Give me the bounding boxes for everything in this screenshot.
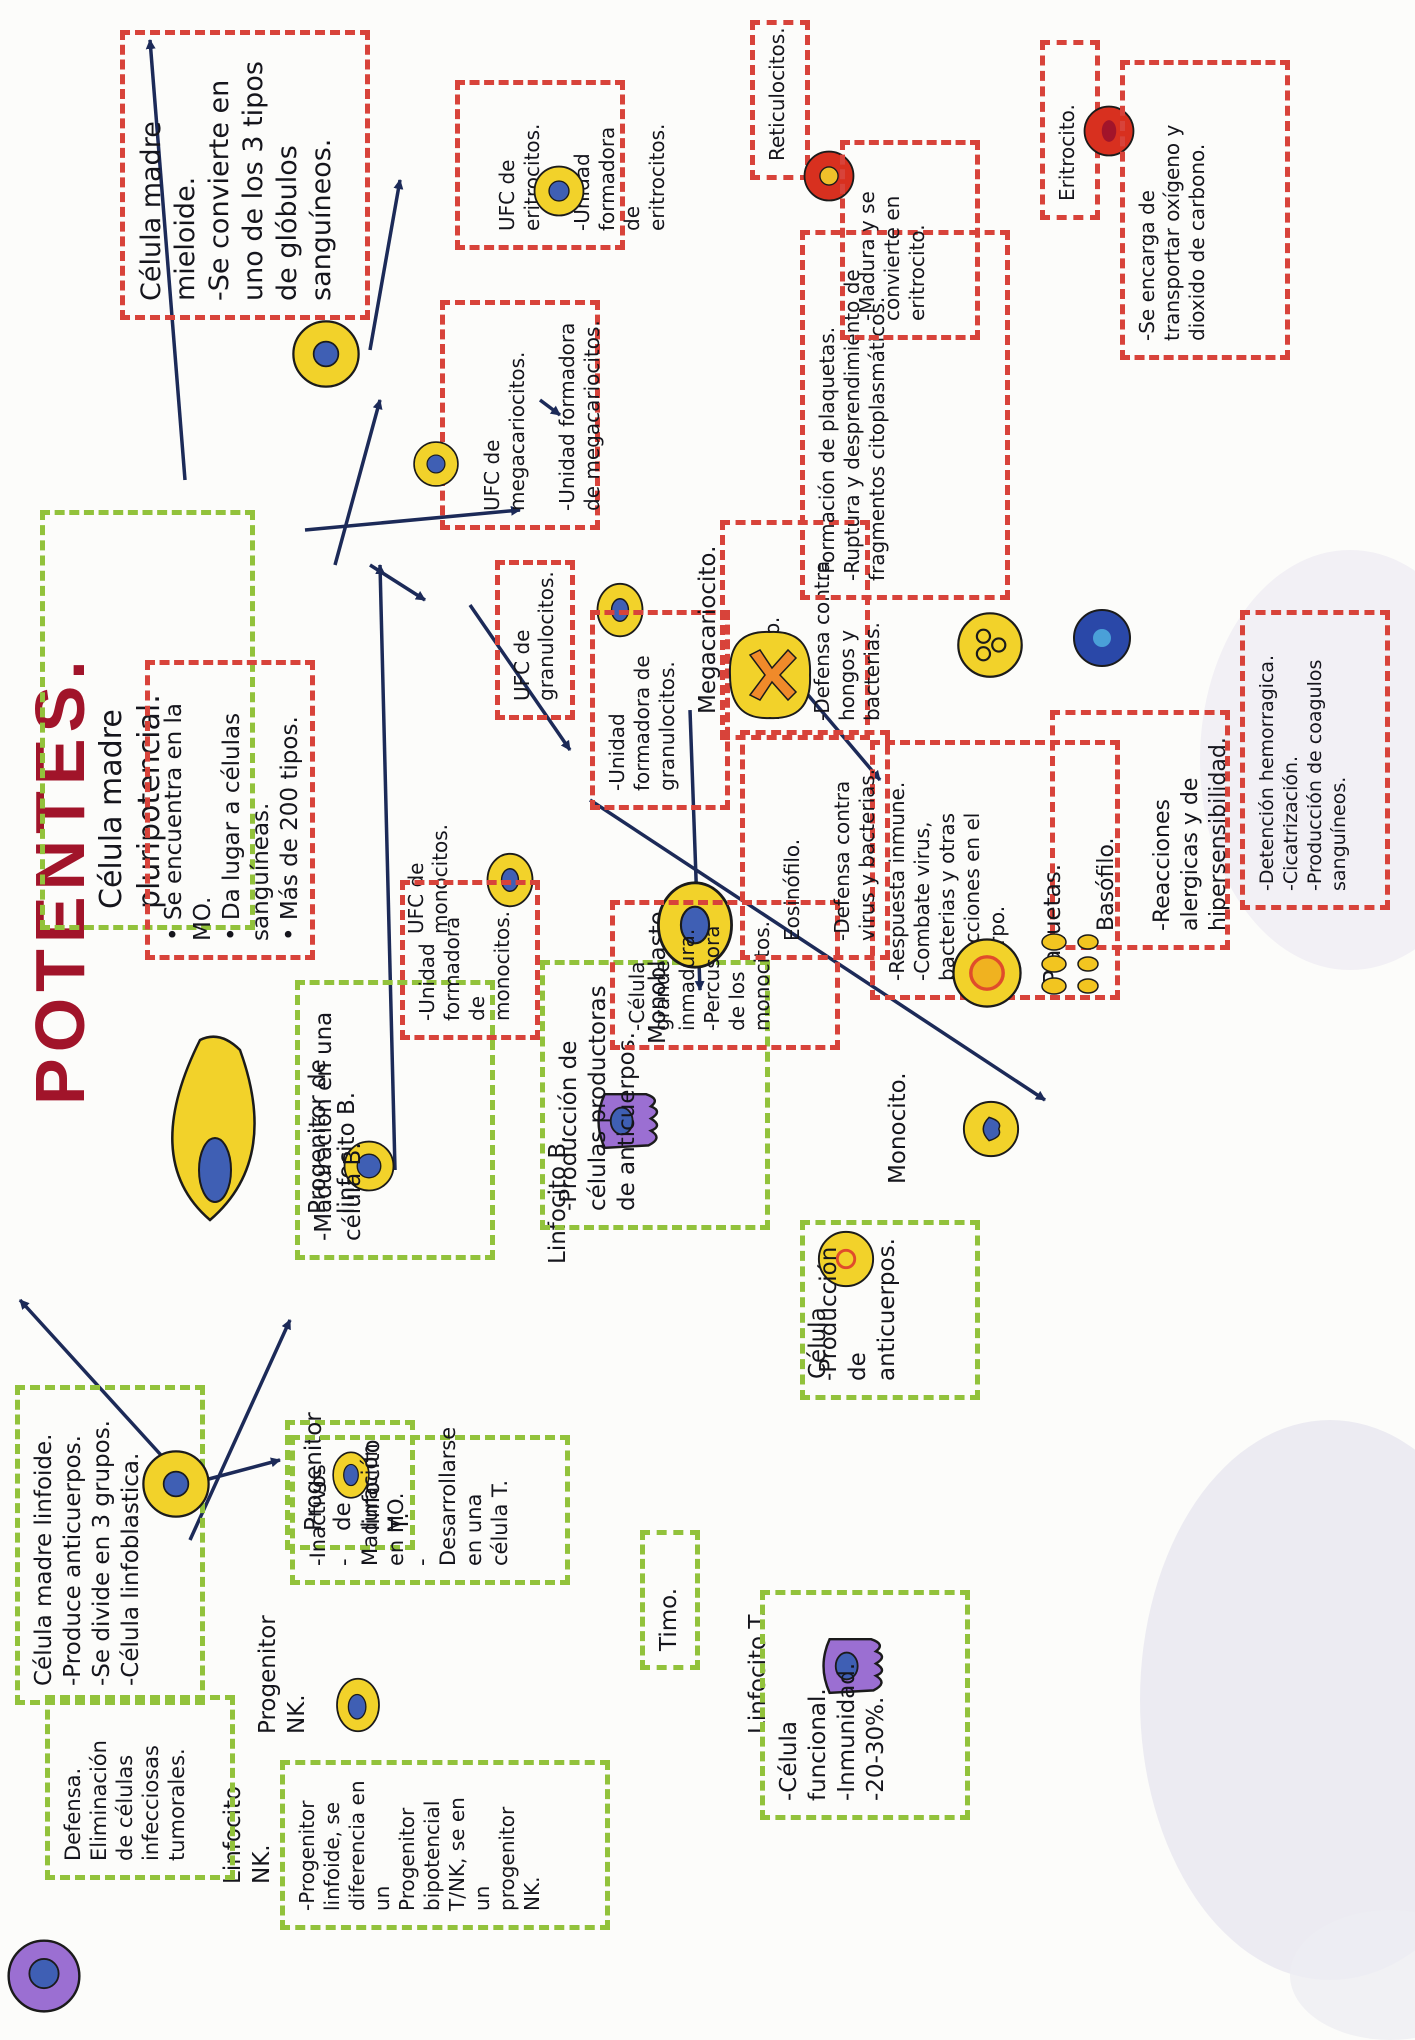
eosinophil-desc: -Defensa contra virus y bacterias. bbox=[830, 768, 879, 941]
myeloid-stem-box: Célula madre mieloide. -Se convierte en … bbox=[120, 30, 370, 320]
arrow bbox=[204, 1457, 281, 1482]
basophil-desc: -Reacciones alergicas y de hipersensibil… bbox=[1150, 737, 1231, 931]
cfu-mega-desc: -Unidad formadora de megacariocitos. bbox=[555, 320, 604, 511]
erythrocyte-desc-box: -Se encarga de transportar oxígeno y dio… bbox=[1120, 60, 1290, 360]
eosinophil-label: Eosinófilo. bbox=[780, 838, 804, 941]
shadow-smudge bbox=[1290, 1910, 1415, 2040]
monoblast-cell bbox=[650, 880, 740, 970]
reticulocyte-desc-box: -Madura y se convierte en eritrocito. bbox=[840, 140, 980, 340]
pluripotent-stem-cell bbox=[150, 1020, 270, 1240]
monocyte-label: Monocito. bbox=[885, 1072, 911, 1184]
eosinophil-cell bbox=[950, 936, 1024, 1010]
cfu-gran-label: UFC de granulocitos. bbox=[495, 560, 575, 720]
eosinophil-box: Eosinófilo. -Defensa contra virus y bact… bbox=[740, 730, 890, 960]
cfu-gran-cell bbox=[590, 580, 650, 640]
cfu-mono-desc-box: -Unidad formadora de monocitos. bbox=[400, 880, 540, 1040]
plasma-cell-desc-box: -Producción de anticuerpos. bbox=[800, 1220, 980, 1400]
cfu-mono-cell bbox=[480, 850, 540, 910]
basophil-cell bbox=[1070, 606, 1134, 670]
cfu-mega-cell bbox=[410, 438, 462, 490]
nk-cell bbox=[5, 1937, 83, 2015]
arrow bbox=[333, 399, 383, 566]
arrow bbox=[368, 179, 404, 351]
t-progenitor-cell bbox=[325, 1445, 377, 1505]
shadow-smudge bbox=[1140, 1420, 1415, 1980]
t-cell-desc-box: -Célula funcional. -Inmunidad. -20-30%. bbox=[760, 1590, 970, 1820]
megakaryocyte-cell bbox=[720, 620, 820, 730]
myeloid-stem-cell bbox=[290, 318, 362, 390]
lymphoid-stem-cell bbox=[140, 1448, 212, 1520]
thymus-box: Timo. bbox=[640, 1530, 700, 1670]
nk-progenitor-cell bbox=[330, 1670, 386, 1740]
erythrocyte-cell bbox=[1080, 102, 1138, 160]
basophil-label: Basófilo. bbox=[1094, 837, 1119, 931]
b-cell bbox=[590, 1082, 668, 1160]
nk-progenitor-label: Progenitor NK. bbox=[255, 1615, 310, 1734]
platelets-desc-box: -Detención hemorragica. -Cicatrización. … bbox=[1240, 610, 1390, 910]
cfu-mega-label: UFC de megacariocitos. bbox=[480, 351, 529, 511]
monocyte-cell bbox=[960, 1098, 1022, 1160]
cfu-mega-box: UFC de megacariocitos. -Unidad formadora… bbox=[440, 300, 604, 530]
cfu-ery-cell bbox=[530, 162, 588, 220]
t-cell bbox=[815, 1627, 893, 1705]
nk-cell-desc-box: Defensa. Eliminación de células infeccio… bbox=[45, 1695, 235, 1880]
pluripotent-stem-desc-box: • Se encuentra en la MO. • Da lugar a cé… bbox=[145, 660, 315, 960]
t-progenitor-desc-box: -Inactivos -Maduración en MO. -Desarroll… bbox=[290, 1427, 570, 1585]
platelets-cell bbox=[1040, 920, 1110, 1000]
reticulocyte-cell bbox=[800, 147, 858, 205]
plasma-cell bbox=[815, 1228, 877, 1290]
arrow bbox=[369, 563, 426, 602]
nk-progenitor-desc-box: -Progenitor linfoide, se diferencia en u… bbox=[280, 1760, 610, 1930]
neutrophil-cell bbox=[955, 610, 1025, 680]
b-progenitor-cell bbox=[340, 1137, 398, 1195]
lymphoid-stem-box: Célula madre linfoide. -Produce anticuer… bbox=[15, 1385, 205, 1705]
